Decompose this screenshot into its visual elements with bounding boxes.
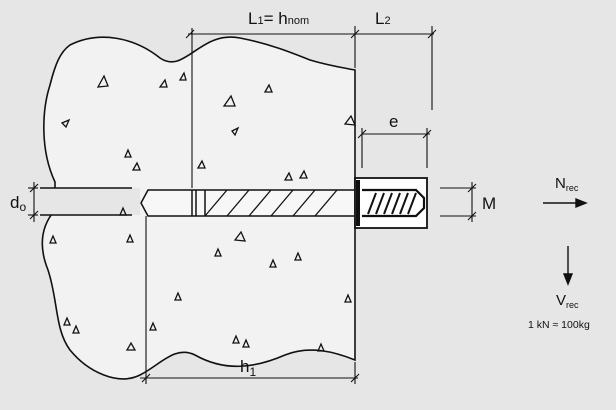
anchor-rod <box>140 189 356 217</box>
load-note: 1 kN ≈ 100kg <box>528 319 590 331</box>
label-vrec: Vrec <box>556 292 579 310</box>
label-h1: h1 <box>240 357 256 379</box>
load-arrow-v <box>562 246 574 286</box>
label-d0: do <box>10 193 26 214</box>
anchor-sleeve <box>354 177 428 229</box>
anchor-thread <box>204 189 338 217</box>
aggregate-marks <box>49 71 357 352</box>
load-arrow-n <box>543 197 588 209</box>
label-l2: L2 <box>375 9 391 28</box>
label-l1: L1= hnom <box>248 9 309 28</box>
label-e: e <box>389 112 398 131</box>
label-nrec: Nrec <box>555 175 579 193</box>
dimension-lines <box>28 26 477 384</box>
label-m: M <box>482 194 496 213</box>
drill-hole <box>40 188 140 215</box>
